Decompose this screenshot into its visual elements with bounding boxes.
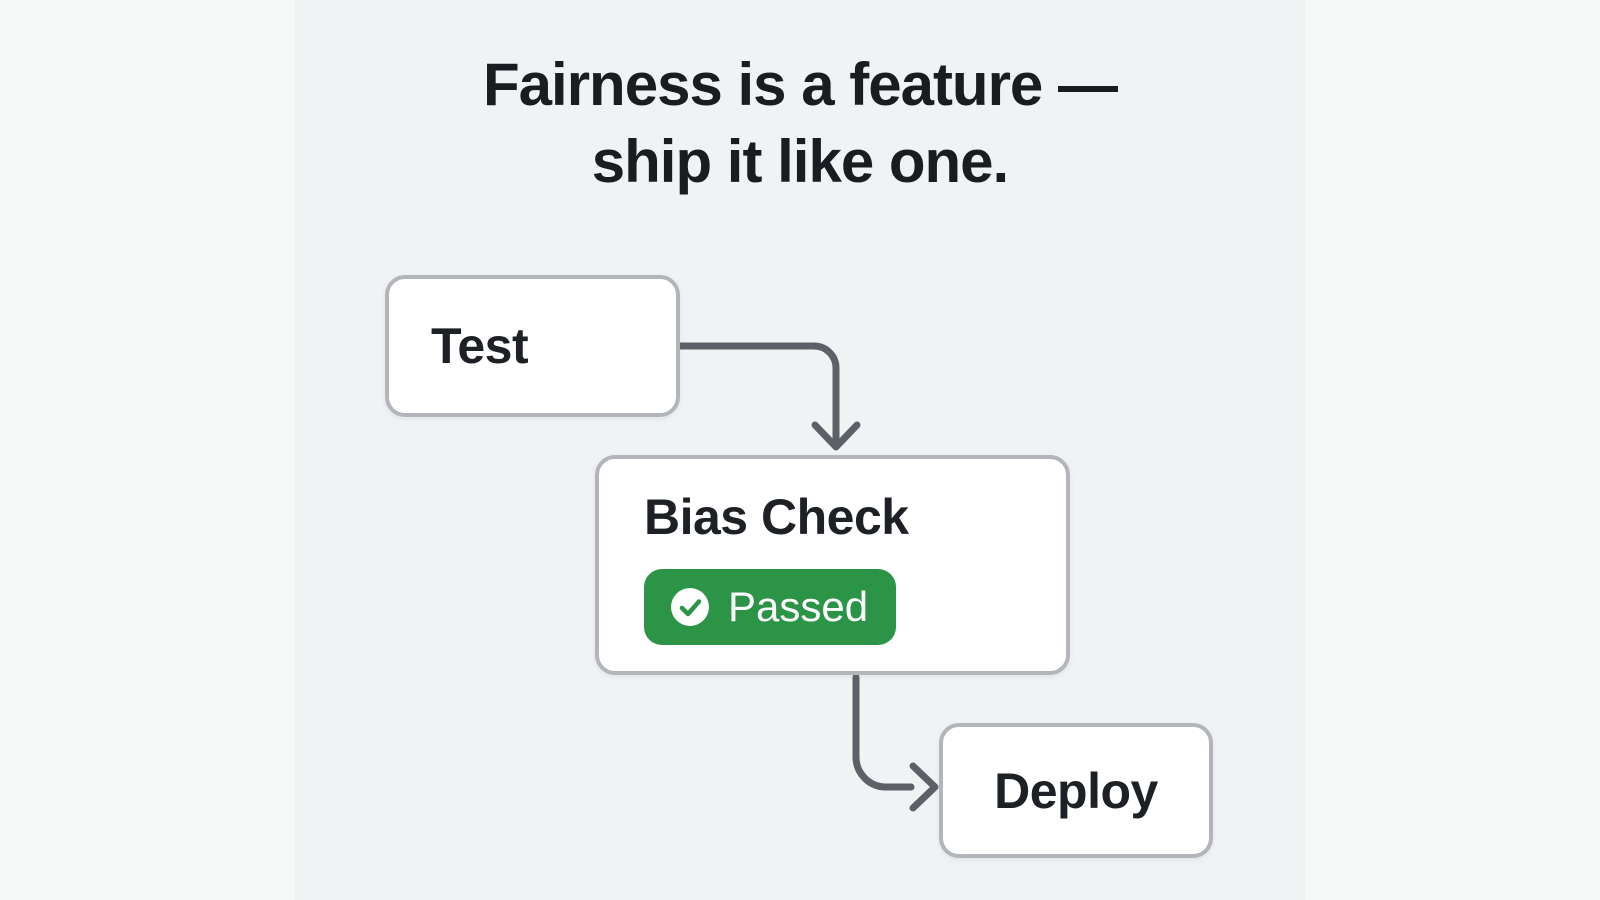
page-title: Fairness is a feature — ship it like one… — [0, 46, 1600, 200]
flow-node-test: Test — [385, 275, 680, 417]
title-line-1: Fairness is a feature — — [483, 51, 1118, 118]
node-deploy-label: Deploy — [994, 762, 1158, 819]
status-badge-label: Passed — [728, 583, 869, 630]
title-line-2: ship it like one. — [591, 128, 1009, 195]
flow-node-bias-check: Bias Check Passed — [595, 455, 1070, 675]
node-bias-check-label: Bias Check — [644, 489, 909, 545]
flow-node-deploy: Deploy — [939, 723, 1213, 858]
node-test-label: Test — [431, 318, 529, 374]
check-circle-icon — [671, 588, 709, 626]
status-badge-passed: Passed — [644, 569, 897, 645]
